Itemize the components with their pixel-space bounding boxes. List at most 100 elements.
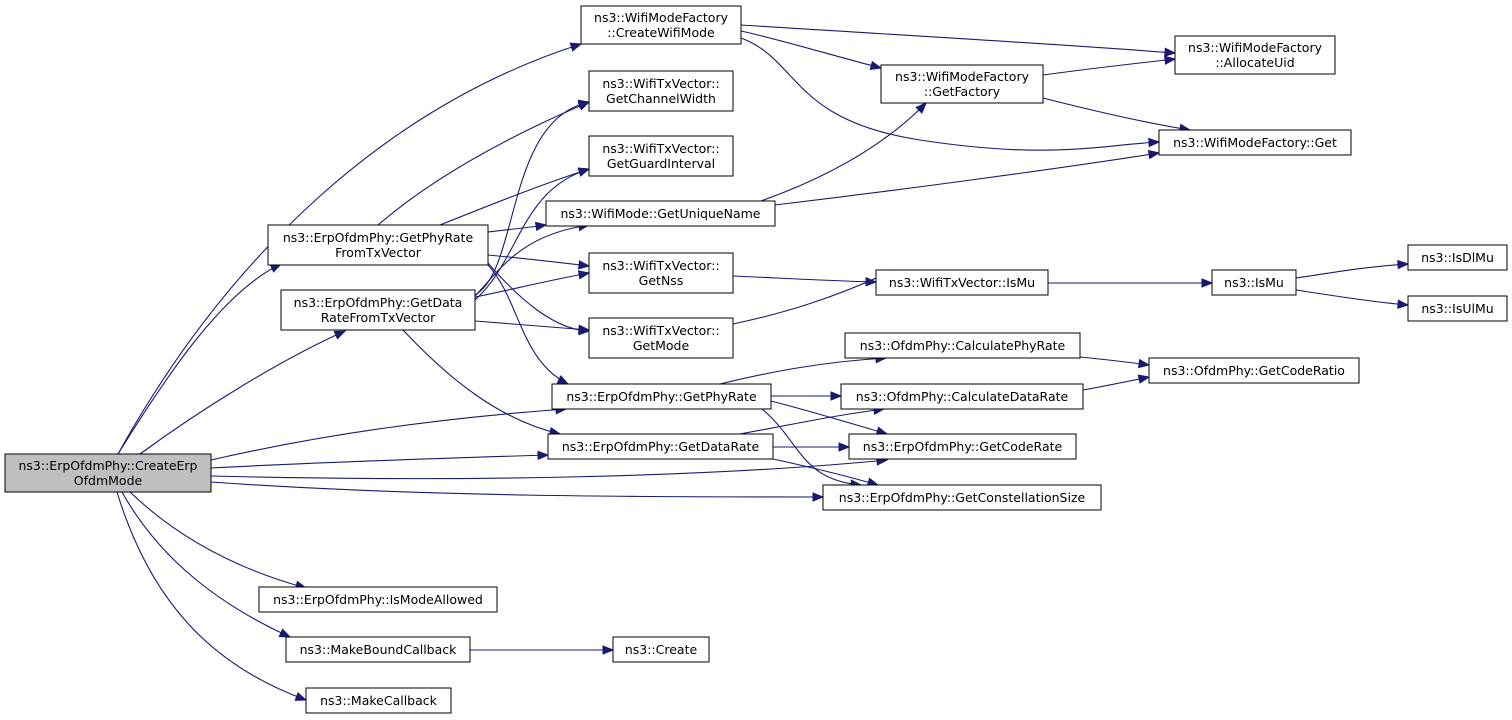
edge-createerp-to-getdatarate	[210, 450, 550, 469]
node-label: RateFromTxVector	[321, 310, 436, 325]
node-box	[1174, 35, 1336, 75]
edge-createerp-to-createwifimode	[117, 42, 583, 455]
node-label: ::GetFactory	[924, 84, 1001, 99]
node-create[interactable]: ns3::Create	[612, 636, 710, 663]
arrowhead	[278, 628, 292, 638]
node-box	[588, 135, 734, 177]
node-box	[305, 687, 452, 714]
edge-getfactory-to-allocateuid	[1042, 55, 1177, 76]
edge-getdataratefromtx-to-getmode	[474, 320, 591, 334]
arrowhead	[1397, 259, 1410, 270]
node-ismodeallowed[interactable]: ns3::ErpOfdmPhy::IsModeAllowed	[258, 586, 498, 613]
node-label: ns3::WifiModeFactory	[594, 10, 729, 25]
node-isdlmu[interactable]: ns3::IsDlMu	[1407, 244, 1508, 271]
arrowhead	[1397, 299, 1410, 309]
node-calcphyrate[interactable]: ns3::OfdmPhy::CalculatePhyRate	[844, 332, 1081, 359]
edge-getdatarate-to-calcdatarate	[739, 405, 886, 435]
edge-createerp-to-getphyrate	[210, 405, 568, 461]
arrowhead	[838, 442, 851, 452]
edge-getuniquename-to-wmfget	[774, 149, 1161, 206]
node-label: ns3::WifiTxVector::IsMu	[889, 275, 1035, 290]
node-box	[875, 269, 1049, 296]
node-label: ns3::WifiTxVector::	[602, 323, 719, 338]
edge-calcdatarate-to-getcoderatio	[1082, 374, 1151, 391]
node-makeboundcb[interactable]: ns3::MakeBoundCallback	[285, 636, 471, 663]
arrowhead	[534, 221, 548, 232]
node-getuniquename[interactable]: ns3::WifiMode::GetUniqueName	[545, 200, 776, 227]
edge-createerp-to-makecallback	[116, 491, 308, 701]
arrowhead	[602, 645, 615, 655]
edge-getfactory-to-wmfget	[1042, 97, 1192, 134]
node-label: ns3::WifiModeFactory	[895, 69, 1030, 84]
node-createwifimode[interactable]: ns3::WifiModeFactory::CreateWifiMode	[580, 5, 742, 45]
edge-getdatarate-to-getcoderate	[773, 442, 851, 452]
edge-calcphyrate-to-getcoderatio	[1079, 356, 1151, 369]
node-getguardinterval[interactable]: ns3::WifiTxVector::GetGuardInterval	[588, 135, 734, 177]
node-box	[547, 433, 774, 460]
node-getnss[interactable]: ns3::WifiTxVector::GetNss	[588, 252, 734, 294]
node-box	[840, 383, 1084, 410]
node-box	[285, 636, 471, 663]
node-getdatarate[interactable]: ns3::ErpOfdmPhy::GetDataRate	[547, 433, 774, 460]
edge-createerp-to-getphyratefromtx	[117, 263, 283, 455]
node-getcoderatio[interactable]: ns3::OfdmPhy::GetCodeRatio	[1148, 357, 1360, 384]
edge-createerp-to-getcoderate	[210, 456, 889, 480]
node-label: ns3::Create	[625, 642, 698, 657]
node-box	[4, 453, 212, 493]
node-box	[267, 224, 489, 266]
node-label: ::AllocateUid	[1215, 55, 1294, 70]
node-getphyrate[interactable]: ns3::ErpOfdmPhy::GetPhyRate	[551, 383, 772, 410]
edge-getphyrate-to-calcdatarate	[770, 391, 843, 401]
node-txismu[interactable]: ns3::WifiTxVector::IsMu	[875, 269, 1049, 296]
node-box	[580, 5, 742, 45]
arrowhead	[294, 691, 308, 701]
edge-makeboundcb-to-create	[469, 645, 615, 655]
node-getcoderate[interactable]: ns3::ErpOfdmPhy::GetCodeRate	[848, 433, 1077, 460]
node-label: ns3::OfdmPhy::CalculatePhyRate	[860, 338, 1066, 353]
edge-getnss-to-txismu	[732, 275, 878, 287]
edge-getuniquename-to-getfactory	[760, 102, 927, 202]
node-box	[880, 64, 1044, 104]
node-label: ns3::ErpOfdmPhy::GetPhyRate	[283, 230, 474, 245]
arrowhead	[1137, 358, 1151, 369]
node-getfactory[interactable]: ns3::WifiModeFactory::GetFactory	[880, 64, 1044, 104]
node-box	[612, 636, 710, 663]
node-label: ns3::WifiMode::GetUniqueName	[561, 206, 761, 221]
node-allocateuid[interactable]: ns3::WifiModeFactory::AllocateUid	[1174, 35, 1336, 75]
arrowhead	[1137, 374, 1151, 384]
node-ismu[interactable]: ns3::IsMu	[1211, 269, 1297, 296]
node-box	[545, 200, 776, 227]
arrowhead	[812, 492, 825, 502]
edge-getphyratefromtx-to-getmode	[487, 262, 591, 336]
node-isulmu[interactable]: ns3::IsUlMu	[1407, 295, 1508, 322]
node-label: ns3::WifiModeFactory	[1188, 40, 1323, 55]
arrowhead	[577, 167, 591, 177]
node-label: ns3::MakeBoundCallback	[300, 642, 458, 657]
node-calcdatarate[interactable]: ns3::OfdmPhy::CalculateDataRate	[840, 383, 1084, 410]
node-box	[1148, 357, 1360, 384]
node-label: ns3::ErpOfdmPhy::GetDataRate	[562, 439, 760, 454]
arrowhead	[556, 375, 570, 385]
node-getconstsize[interactable]: ns3::ErpOfdmPhy::GetConstellationSize	[822, 484, 1102, 511]
node-makecallback[interactable]: ns3::MakeCallback	[305, 687, 452, 714]
arrowhead	[915, 102, 927, 114]
node-label: GetNss	[639, 273, 684, 288]
node-box	[588, 252, 734, 294]
node-box	[551, 383, 772, 410]
arrowhead	[577, 99, 591, 109]
node-label: ns3::IsMu	[1224, 275, 1284, 290]
node-wmfget[interactable]: ns3::WifiModeFactory::Get	[1158, 129, 1352, 156]
arrowhead	[1148, 137, 1161, 148]
arrowhead	[578, 260, 591, 270]
node-label: ns3::MakeCallback	[320, 693, 438, 708]
node-getchannelwidth[interactable]: ns3::WifiTxVector::GetChannelWidth	[588, 70, 734, 112]
edge-getphyratefromtx-to-getnss	[487, 254, 591, 270]
node-label: GetMode	[633, 338, 690, 353]
node-label: ns3::ErpOfdmPhy::GetPhyRate	[566, 389, 757, 404]
node-getmode[interactable]: ns3::WifiTxVector::GetMode	[588, 317, 734, 359]
node-label: ns3::ErpOfdmPhy::IsModeAllowed	[273, 592, 483, 607]
node-box	[588, 317, 734, 359]
